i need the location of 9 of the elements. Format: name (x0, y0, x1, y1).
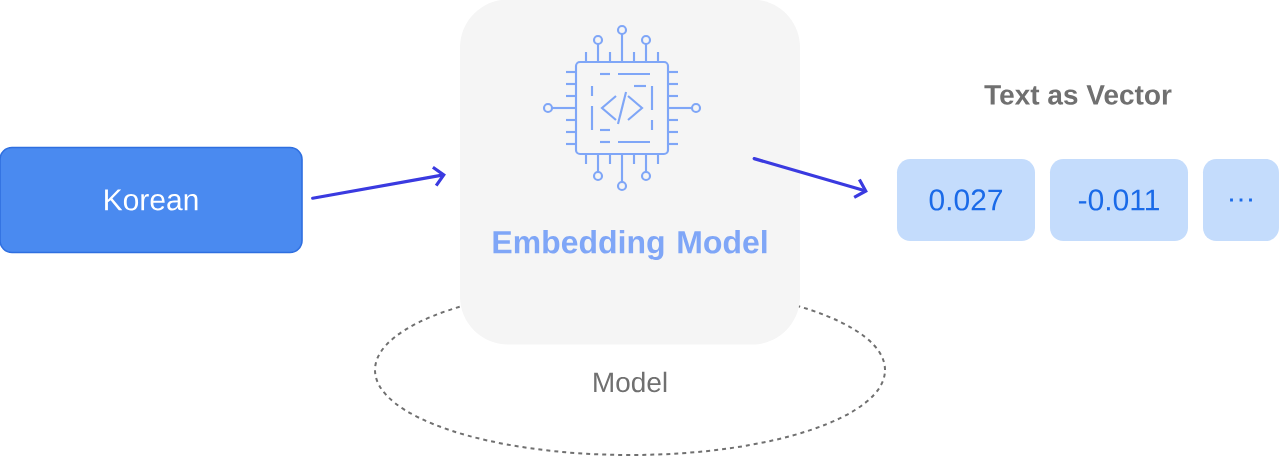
node-label: Embedding Model (493, 230, 767, 260)
vector-value-box: -0.011 (1050, 159, 1188, 241)
vector-value-box: 0.027 (897, 159, 1035, 241)
input-box: Korean (0, 146, 303, 254)
node-label: Model (594, 371, 667, 393)
vector-value-box: … (1203, 159, 1279, 241)
heading: Text as Vector (984, 85, 1172, 105)
arrow (752, 157, 868, 199)
arrow (311, 166, 446, 200)
